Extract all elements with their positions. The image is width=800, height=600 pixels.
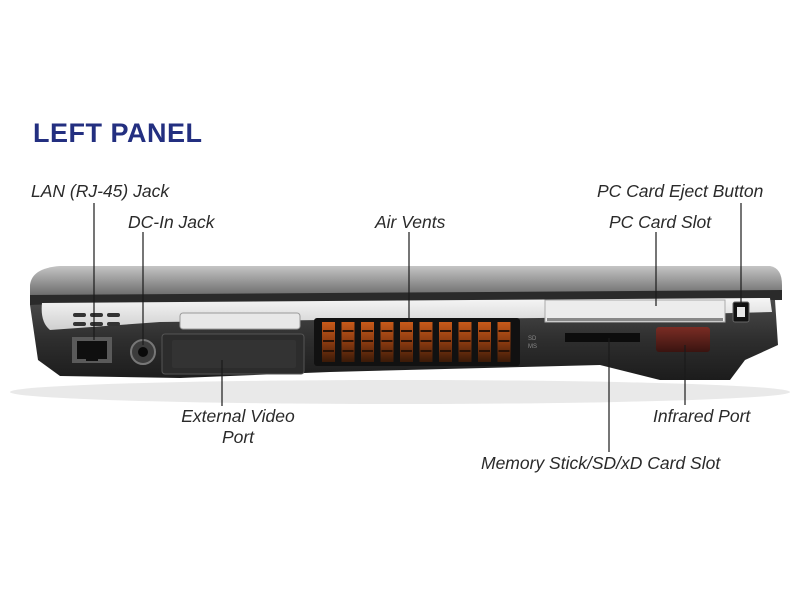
panel-title: LEFT PANEL [33, 118, 203, 148]
vent-fin-slat [323, 340, 334, 342]
leader-lines [93, 203, 742, 452]
svg-text:MS: MS [528, 344, 537, 350]
label-external-video: External Video Port [178, 406, 298, 448]
svg-text:SD: SD [528, 336, 537, 342]
label-dc-in-jack: DC-In Jack [128, 212, 215, 232]
vent-fin-slat [401, 340, 412, 342]
vent-fin-slat [498, 350, 510, 352]
vent-fin-slat [498, 340, 510, 342]
label-external-video-line1: External Video [181, 406, 295, 426]
label-air-vents: Air Vents [375, 212, 446, 232]
vent-fin-slat [420, 330, 432, 332]
vent-fin-slat [440, 350, 451, 352]
label-infrared-port: Infrared Port [653, 406, 751, 426]
pc-card-slot[interactable] [544, 299, 726, 323]
air-vents-grille [314, 318, 520, 366]
vent-fin-slat [381, 340, 393, 342]
vent-fin-slat [342, 350, 354, 352]
vent-fin-slat [420, 340, 432, 342]
vent-fin-slat [440, 340, 451, 342]
vent-fin-slat [420, 350, 432, 352]
vent-fin-slat [479, 330, 490, 332]
vent-fin-slat [459, 340, 471, 342]
memory-card-slot[interactable]: SD MS [528, 333, 640, 350]
label-external-video-line2: Port [221, 427, 255, 447]
vent-fin-slat [362, 330, 373, 332]
vent-fin-slat [362, 350, 373, 352]
label-pc-card-eject: PC Card Eject Button [597, 181, 764, 201]
label-memory-card-slot: Memory Stick/SD/xD Card Slot [481, 453, 721, 473]
vent-fin-slat [479, 350, 490, 352]
vent-fin-slat [323, 350, 334, 352]
speaker-grille [73, 313, 120, 326]
label-pc-card-slot: PC Card Slot [609, 212, 712, 232]
vent-fin-slat [381, 350, 393, 352]
label-lan-jack: LAN (RJ-45) Jack [31, 181, 170, 201]
vent-fin-slat [323, 330, 334, 332]
vent-fin-slat [401, 330, 412, 332]
vent-fin-slat [342, 340, 354, 342]
vent-fin-slat [362, 340, 373, 342]
vent-fin-slat [440, 330, 451, 332]
vent-fin-slat [459, 330, 471, 332]
vent-fin-slat [381, 330, 393, 332]
vent-fin-slat [342, 330, 354, 332]
ethernet-port-icon[interactable] [72, 337, 112, 363]
external-video-port-cover[interactable] [161, 312, 305, 375]
vent-fin-slat [498, 330, 510, 332]
vent-fin-slat [459, 350, 471, 352]
infrared-port [656, 327, 710, 352]
vent-fin-slat [401, 350, 412, 352]
drop-shadow [10, 380, 790, 404]
vent-fin-slat [479, 340, 490, 342]
